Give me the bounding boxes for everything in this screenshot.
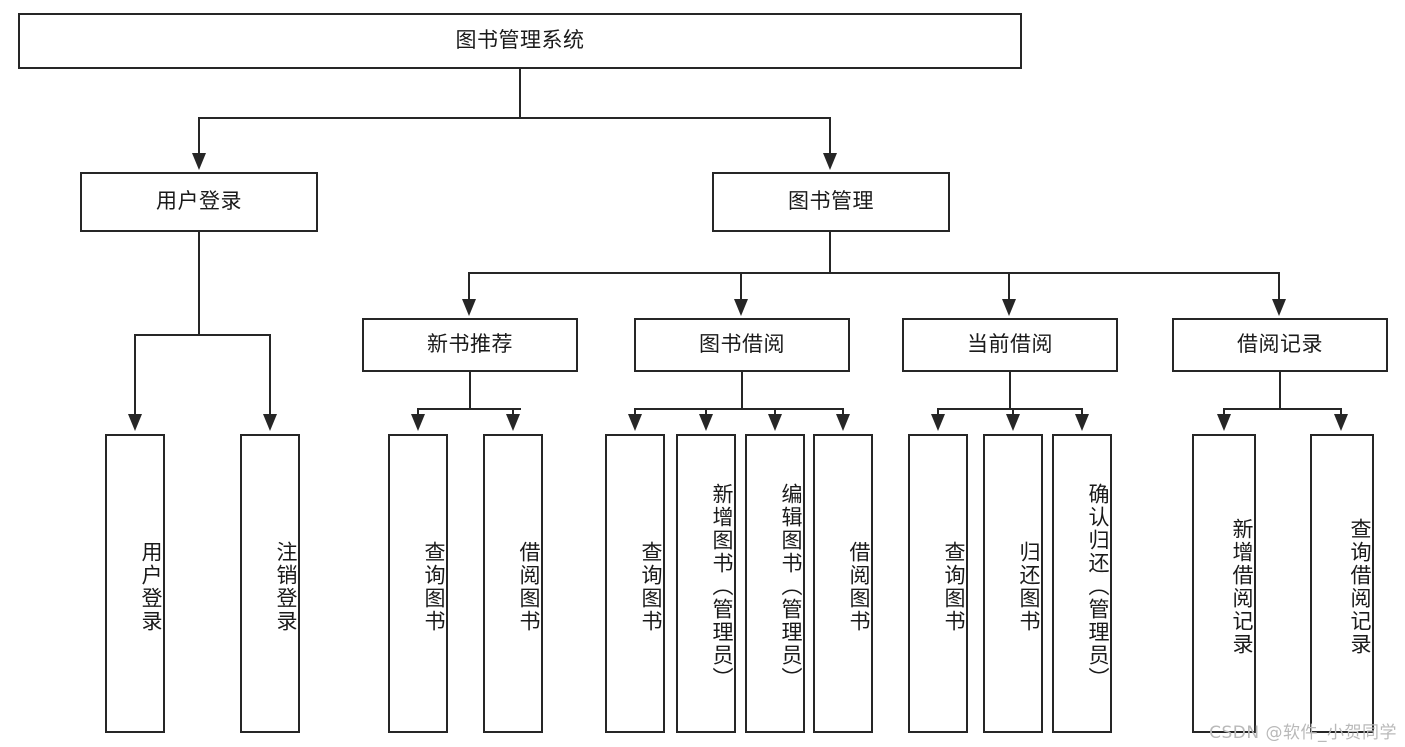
node-book-manage[interactable]: 图书管理 [712, 172, 950, 232]
node-leaf-query-book-cur-label: 查询图书 [942, 540, 966, 633]
arrowhead-leaf-borrow-book-brw [836, 414, 850, 431]
arrowhead-leaf-query-book-cur [931, 414, 945, 431]
node-new-book-rec-label: 新书推荐 [427, 332, 513, 357]
connector-new-book-rec-to-leaf1 [417, 408, 419, 416]
node-leaf-return-book[interactable]: 归还图书 [983, 434, 1043, 733]
node-user-login[interactable]: 用户登录 [80, 172, 318, 232]
node-borrow-record[interactable]: 借阅记录 [1172, 318, 1388, 372]
connector-new-book-rec-bus [417, 408, 521, 410]
connector-new-book-rec-to-leaf2 [512, 408, 514, 416]
node-leaf-user-logout-label: 注销登录 [274, 540, 298, 633]
connector-borrow-record-bus [1223, 408, 1341, 410]
node-leaf-query-book-brw[interactable]: 查询图书 [605, 434, 665, 733]
arrowhead-leaf-confirm-return [1075, 414, 1089, 431]
connector-user-login-bus [134, 334, 270, 336]
arrowhead-user-login [192, 153, 206, 170]
connector-user-login-to-leaf2 [269, 334, 271, 416]
node-leaf-user-login-label: 用户登录 [139, 540, 163, 633]
node-leaf-borrow-book-brw-label: 借阅图书 [847, 540, 871, 633]
connector-book-borrow-to-leaf2 [705, 408, 707, 416]
connector-root-to-book-manage [829, 117, 831, 157]
arrowhead-leaf-return-book [1006, 414, 1020, 431]
node-leaf-add-book[interactable]: 新增图书（管理员） [676, 434, 736, 733]
arrowhead-leaf-add-record [1217, 414, 1231, 431]
connector-root-stem [519, 69, 521, 119]
node-root[interactable]: 图书管理系统 [18, 13, 1022, 69]
arrowhead-leaf-query-book-rec [411, 414, 425, 431]
arrowhead-leaf-add-book [699, 414, 713, 431]
node-current-borrow-label: 当前借阅 [967, 332, 1053, 357]
arrowhead-book-borrow [734, 299, 748, 316]
node-leaf-confirm-return[interactable]: 确认归还（管理员） [1052, 434, 1112, 733]
connector-book-manage-bus [468, 272, 1280, 274]
arrowhead-leaf-user-login [128, 414, 142, 431]
csdn-watermark: CSDN @软件_小贺同学 [1209, 723, 1397, 743]
connector-book-borrow-stem [741, 372, 743, 410]
node-current-borrow[interactable]: 当前借阅 [902, 318, 1118, 372]
node-leaf-return-book-label: 归还图书 [1017, 540, 1041, 633]
node-leaf-add-record-label: 新增借阅记录 [1230, 517, 1254, 656]
node-book-manage-label: 图书管理 [788, 189, 874, 214]
connector-book-manage-to-book-borrow [740, 272, 742, 302]
connector-current-borrow-to-leaf2 [1012, 408, 1014, 416]
node-leaf-user-login[interactable]: 用户登录 [105, 434, 165, 733]
node-leaf-borrow-book-rec-label: 借阅图书 [517, 540, 541, 633]
connector-current-borrow-bus [937, 408, 1082, 410]
connector-book-manage-to-current-borrow [1008, 272, 1010, 302]
arrowhead-book-manage [823, 153, 837, 170]
connector-book-borrow-bus [634, 408, 843, 410]
arrowhead-borrow-record [1272, 299, 1286, 316]
node-borrow-record-label: 借阅记录 [1237, 332, 1323, 357]
connector-user-login-to-leaf1 [134, 334, 136, 416]
node-root-label: 图书管理系统 [455, 28, 585, 53]
node-leaf-confirm-return-label: 确认归还（管理员） [1086, 483, 1110, 690]
node-leaf-query-book-rec[interactable]: 查询图书 [388, 434, 448, 733]
node-new-book-rec[interactable]: 新书推荐 [362, 318, 578, 372]
node-book-borrow[interactable]: 图书借阅 [634, 318, 850, 372]
connector-borrow-record-to-leaf1 [1223, 408, 1225, 416]
node-user-login-label: 用户登录 [156, 189, 242, 214]
connector-book-manage-stem [829, 232, 831, 274]
connector-book-borrow-to-leaf1 [634, 408, 636, 416]
node-leaf-add-book-label: 新增图书（管理员） [710, 483, 734, 690]
connector-new-book-rec-stem [469, 372, 471, 410]
arrowhead-current-borrow [1002, 299, 1016, 316]
connector-book-borrow-to-leaf4 [842, 408, 844, 416]
arrowhead-leaf-edit-book [768, 414, 782, 431]
node-leaf-edit-book-label: 编辑图书（管理员） [779, 483, 803, 690]
node-leaf-query-book-brw-label: 查询图书 [639, 540, 663, 633]
node-leaf-user-logout[interactable]: 注销登录 [240, 434, 300, 733]
node-leaf-query-record-label: 查询借阅记录 [1348, 517, 1372, 656]
node-leaf-query-book-rec-label: 查询图书 [422, 540, 446, 633]
node-leaf-add-record[interactable]: 新增借阅记录 [1192, 434, 1256, 733]
connector-book-borrow-to-leaf3 [774, 408, 776, 416]
node-leaf-query-book-cur[interactable]: 查询图书 [908, 434, 968, 733]
node-leaf-borrow-book-brw[interactable]: 借阅图书 [813, 434, 873, 733]
node-leaf-borrow-book-rec[interactable]: 借阅图书 [483, 434, 543, 733]
connector-user-login-stem [198, 232, 200, 336]
connector-current-borrow-to-leaf1 [937, 408, 939, 416]
node-leaf-query-record[interactable]: 查询借阅记录 [1310, 434, 1374, 733]
connector-root-to-user-login [198, 117, 200, 157]
arrowhead-leaf-user-logout [263, 414, 277, 431]
connector-borrow-record-to-leaf2 [1340, 408, 1342, 416]
arrowhead-leaf-query-record [1334, 414, 1348, 431]
node-leaf-edit-book[interactable]: 编辑图书（管理员） [745, 434, 805, 733]
node-book-borrow-label: 图书借阅 [699, 332, 785, 357]
arrowhead-leaf-query-book-brw [628, 414, 642, 431]
connector-current-borrow-to-leaf3 [1081, 408, 1083, 416]
arrowhead-new-book-rec [462, 299, 476, 316]
connector-book-manage-to-borrow-record [1278, 272, 1280, 302]
connector-current-borrow-stem [1009, 372, 1011, 410]
connector-borrow-record-stem [1279, 372, 1281, 410]
connector-book-manage-to-new-book-rec [468, 272, 470, 302]
arrowhead-leaf-borrow-book-rec [506, 414, 520, 431]
connector-root-bus [198, 117, 830, 119]
